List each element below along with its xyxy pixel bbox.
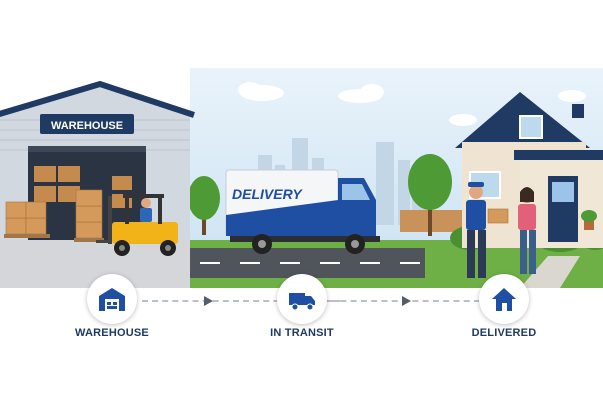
warehouse-building xyxy=(0,80,195,242)
clouds xyxy=(238,82,586,126)
tree-mid xyxy=(408,154,452,236)
forklift-driver-head xyxy=(141,198,151,208)
truck-icon xyxy=(289,293,315,311)
courier xyxy=(466,182,486,278)
step-circle-warehouse xyxy=(87,274,137,324)
warehouse-sign-board xyxy=(40,114,134,134)
footpath xyxy=(520,256,580,288)
customer xyxy=(518,187,536,274)
fence xyxy=(400,210,465,232)
warehouse-icon xyxy=(99,288,125,311)
step-label-warehouse: WAREHOUSE xyxy=(75,327,149,339)
progress-line-1 xyxy=(142,300,340,302)
delivery-truck xyxy=(225,169,380,254)
tree-left xyxy=(188,176,220,235)
road xyxy=(190,248,425,278)
house-icon xyxy=(492,288,516,311)
house-window-upper xyxy=(519,115,543,139)
shelf-boxes xyxy=(34,166,132,208)
forklift xyxy=(96,194,178,256)
progress-arrow-1 xyxy=(204,296,213,306)
warehouse-sign-text: WAREHOUSE xyxy=(51,120,123,132)
truck-text: DELIVERY xyxy=(232,186,303,202)
step-circle-transit xyxy=(277,274,327,324)
box-stacks xyxy=(5,189,103,239)
step-label-delivered: DELIVERED xyxy=(471,327,537,339)
progress-arrow-2 xyxy=(402,296,411,306)
parcel xyxy=(487,208,509,224)
step-circle-delivered xyxy=(479,274,529,324)
step-label-transit: IN TRANSIT xyxy=(270,327,334,339)
